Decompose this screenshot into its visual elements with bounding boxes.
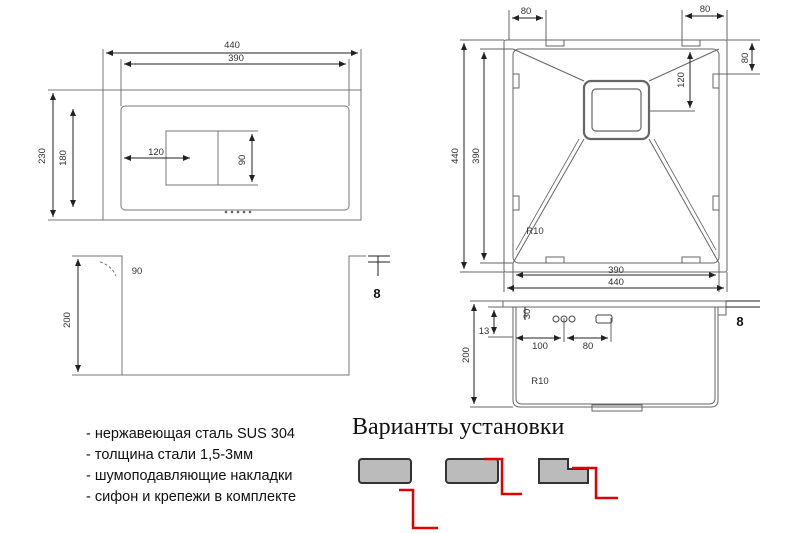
dim-180: 180 — [58, 150, 69, 166]
plan-drain — [582, 79, 651, 141]
dim-440: 440 — [224, 40, 240, 51]
dim-plan-80-a: 80 — [521, 6, 532, 17]
thickness-8-left: 8 — [373, 286, 380, 301]
dim-angle-90: 90 — [132, 266, 143, 277]
dim-right-200: 200 — [461, 347, 472, 363]
plan-radius: R10 — [526, 226, 543, 237]
dim-230: 230 — [37, 148, 48, 164]
install-title: Варианты установки — [352, 414, 565, 440]
dim-plan-390-v: 390 — [471, 148, 482, 164]
right-radius: R10 — [531, 376, 548, 387]
side-section — [72, 255, 390, 376]
dim-plan-80-c: 80 — [740, 53, 751, 64]
right-section — [470, 300, 760, 412]
feature-1: - нержавеющая сталь SUS 304 — [86, 426, 295, 442]
top-view-bowl — [120, 105, 350, 211]
plan-bowl — [512, 48, 720, 264]
dim-plan-440-h: 440 — [608, 277, 624, 288]
dim-right-100: 100 — [532, 341, 548, 352]
install-variants — [358, 457, 618, 530]
install-undermount — [358, 458, 438, 530]
dim-drain-120: 120 — [148, 147, 164, 158]
thickness-8-right: 8 — [736, 314, 743, 329]
mounting-clips — [513, 40, 719, 263]
dim-right-80: 80 — [583, 341, 594, 352]
plan-outer — [503, 39, 728, 273]
dim-right-13: 13 — [479, 326, 490, 337]
install-flush — [445, 457, 522, 496]
dim-plan-440-v: 440 — [450, 148, 461, 164]
top-view-outer-rim — [102, 89, 362, 221]
install-recessed — [538, 458, 618, 500]
feature-2: - толщина стали 1,5-3мм — [86, 447, 254, 463]
dim-plan-120: 120 — [676, 72, 687, 88]
dim-plan-390-h: 390 — [608, 265, 624, 276]
feature-3: - шумоподавляющие накладки — [86, 468, 293, 484]
dim-drain-90: 90 — [237, 155, 248, 166]
top-view — [48, 49, 362, 221]
overflow-holes — [224, 210, 252, 214]
dim-right-30: 30 — [522, 309, 533, 320]
plan-view — [460, 10, 760, 292]
dim-depth-200: 200 — [62, 312, 73, 328]
feature-4: - сифон и крепежи в комплекте — [86, 489, 297, 505]
dim-plan-80-b: 80 — [700, 4, 711, 15]
dim-390: 390 — [228, 53, 244, 64]
overflow-side — [552, 314, 613, 324]
